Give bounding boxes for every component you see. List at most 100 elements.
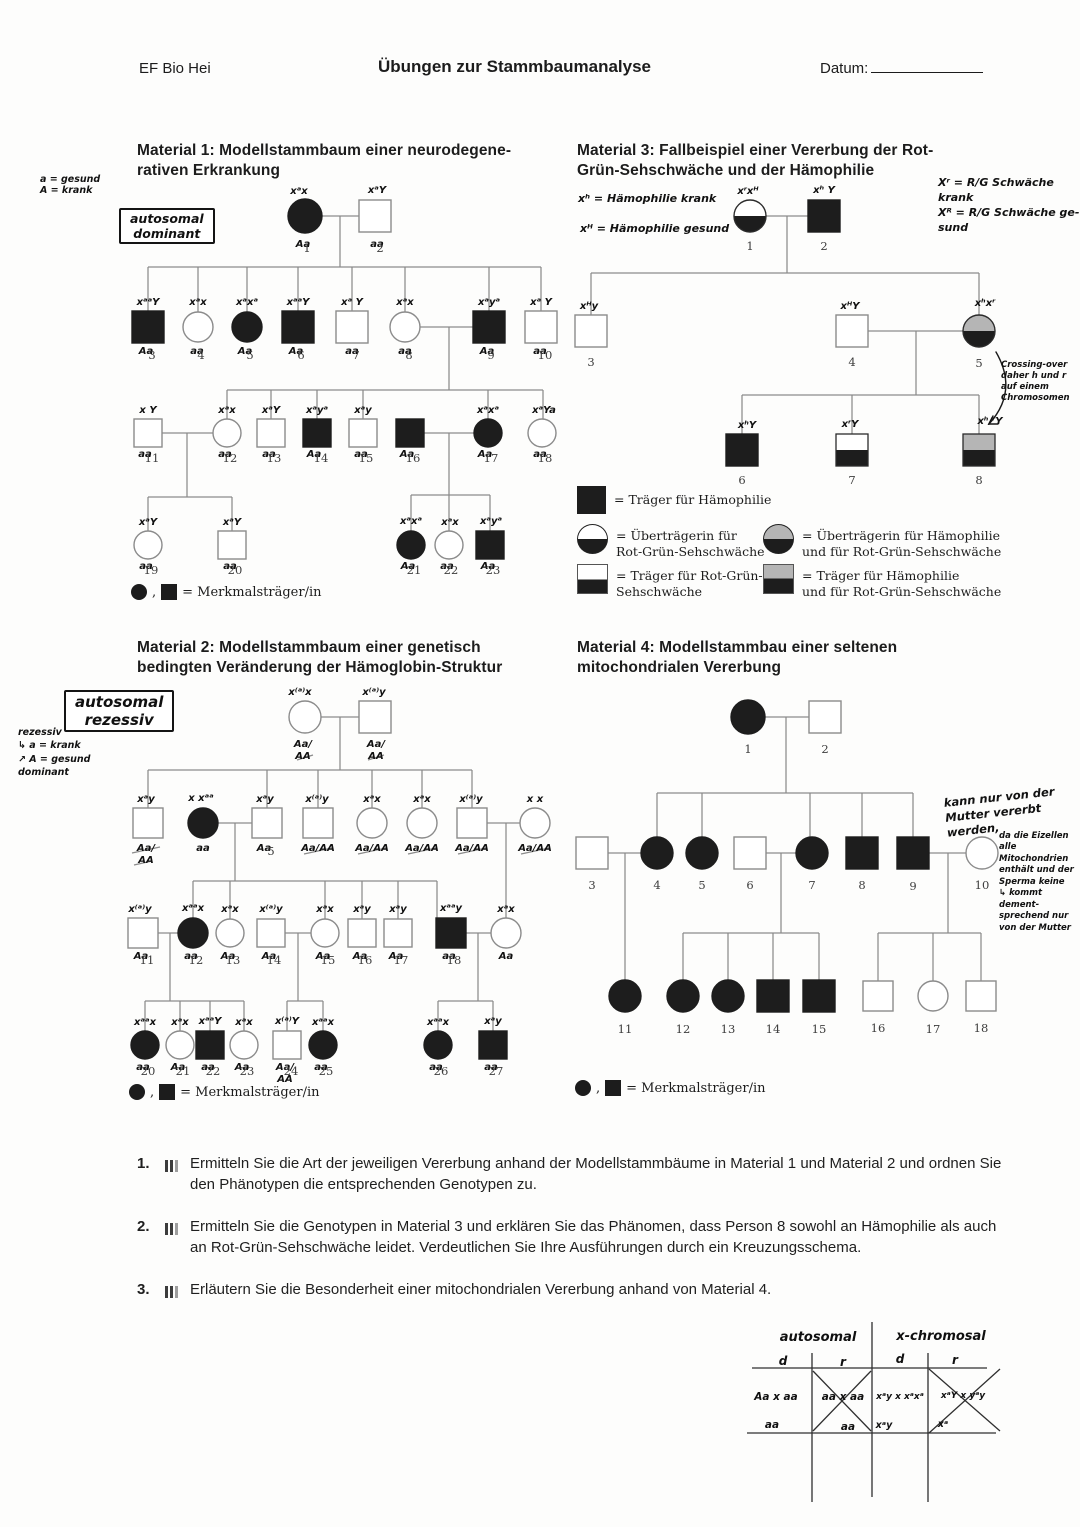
svg-text:17: 17 <box>926 1022 941 1036</box>
svg-text:Aa: Aa <box>234 1062 250 1073</box>
svg-text:xᵃᵃx: xᵃᵃx <box>133 1017 157 1028</box>
svg-text:d: d <box>779 1354 788 1368</box>
svg-text:Aa: Aa <box>400 561 416 572</box>
svg-text:aa: aa <box>223 561 237 572</box>
svg-text:1: 1 <box>744 742 751 756</box>
svg-text:aa: aa <box>533 449 547 460</box>
svg-text:2: 2 <box>820 239 827 253</box>
svg-text:aa: aa <box>429 1062 443 1073</box>
svg-text:Aa: Aa <box>288 346 304 357</box>
svg-text:x⁽ᵃ⁾x: x⁽ᵃ⁾x <box>287 687 312 698</box>
svg-text:xᵃy: xᵃy <box>352 904 371 915</box>
svg-text:aa: aa <box>765 1419 779 1431</box>
svg-text:x⁽ᵃ⁾y: x⁽ᵃ⁾y <box>304 794 329 805</box>
svg-text:xᵃx: xᵃx <box>188 297 207 308</box>
svg-text:xʳY: xʳY <box>841 419 861 430</box>
svg-text:4: 4 <box>197 348 204 362</box>
svg-text:Aa x aa: Aa x aa <box>753 1391 797 1403</box>
svg-text:11: 11 <box>140 953 155 967</box>
svg-text:aa: aa <box>196 843 210 854</box>
svg-text:xᵃᵃx: xᵃᵃx <box>311 1017 335 1028</box>
task-list: 1. Ermitteln Sie die Art der jeweiligen … <box>137 1153 1007 1325</box>
legend-text: = Überträgerin für Hämophilie und für Ro… <box>802 528 1002 559</box>
svg-text:aa: aa <box>314 1062 328 1073</box>
svg-text:23: 23 <box>240 1064 255 1078</box>
svg-text:aa: aa <box>533 346 547 357</box>
m3-rg-schwaeche-note: Xʳ = R/G Schwäche krank Xᴿ = R/G Schwäch… <box>938 176 1080 234</box>
filled-circle-icon <box>129 1084 145 1100</box>
page-title: Übungen zur Stammbaumanalyse <box>378 57 652 76</box>
filled-circle-icon <box>575 1080 591 1096</box>
svg-text:xᵃ: xᵃ <box>937 1419 948 1430</box>
svg-text:xᵃYa: xᵃYa <box>531 405 556 416</box>
svg-text:Aa: Aa <box>256 843 272 854</box>
svg-text:xʳxᴴ: xʳxᴴ <box>736 186 759 197</box>
svg-text:xʰY: xʰY <box>737 420 758 431</box>
svg-text:Aa/: Aa/ <box>136 843 156 854</box>
svg-text:20: 20 <box>228 563 243 577</box>
svg-text:Aa: Aa <box>480 561 496 572</box>
svg-text:1: 1 <box>746 239 753 253</box>
task-text: Erläutern Sie die Besonderheit einer mit… <box>190 1281 772 1298</box>
svg-text:xᵃx: xᵃx <box>234 1017 253 1028</box>
material-1-title: Material 1: Modellstammbaum einer neurod… <box>137 142 512 180</box>
svg-text:aa: aa <box>345 346 359 357</box>
m3-crossing-over-note: Crossing-over daher h und r auf einem Ch… <box>1001 360 1070 404</box>
svg-text:Aa: Aa <box>388 951 404 962</box>
svg-text:17: 17 <box>484 451 499 465</box>
date-blank-line <box>871 59 984 73</box>
legend-text: = Träger für Hämophilie und für Rot-Grün… <box>802 568 1002 599</box>
svg-text:xᵃy: xᵃy <box>136 794 155 805</box>
m3-haemophilia-krank-note: xʰ = Hämophilie krank <box>578 192 717 205</box>
svg-text:aa x aa: aa x aa <box>822 1391 864 1403</box>
svg-text:8: 8 <box>975 473 982 487</box>
svg-text:Aa: Aa <box>133 951 149 962</box>
svg-text:9: 9 <box>909 879 916 893</box>
svg-text:22: 22 <box>444 563 459 577</box>
svg-text:xᴴY: xᴴY <box>840 301 862 312</box>
svg-text:3: 3 <box>588 878 595 892</box>
svg-text:Aa: Aa <box>315 951 331 962</box>
svg-text:Aa/: Aa/ <box>366 739 386 750</box>
svg-text:Aa/AA: Aa/AA <box>300 843 335 854</box>
svg-text:aa: aa <box>484 1062 498 1073</box>
svg-text:7: 7 <box>352 348 359 362</box>
svg-text:AA: AA <box>367 751 383 762</box>
task-level-icon <box>165 1283 180 1304</box>
svg-text:xᵃᵃY: xᵃᵃY <box>136 297 162 308</box>
m1-allele-key-note: a = gesund A = krank <box>40 174 101 196</box>
legend-text: = Überträgerin für Rot-Grün-Sehschwäche <box>616 528 765 559</box>
svg-text:x⁽ᵃ⁾y: x⁽ᵃ⁾y <box>127 904 152 915</box>
svg-text:xᵃᵃx: xᵃᵃx <box>426 1017 450 1028</box>
svg-text:12: 12 <box>676 1022 691 1036</box>
svg-text:7: 7 <box>808 878 815 892</box>
date-field: Datum: <box>820 59 984 77</box>
svg-text:xᵃy: xᵃy <box>353 405 372 416</box>
svg-text:x⁽ᵃ⁾Y: x⁽ᵃ⁾Y <box>274 1016 301 1027</box>
svg-text:12: 12 <box>189 953 204 967</box>
svg-text:Aa/: Aa/ <box>293 739 313 750</box>
svg-text:19: 19 <box>144 563 159 577</box>
svg-text:x x: x x <box>526 794 544 805</box>
gray-black-circle-icon <box>763 524 794 554</box>
date-label: Datum: <box>820 60 869 77</box>
svg-text:Aa: Aa <box>306 449 322 460</box>
legend-separator: , <box>152 584 157 600</box>
svg-text:21: 21 <box>176 1064 191 1078</box>
svg-text:xᵃᵃx: xᵃᵃx <box>181 903 205 914</box>
svg-text:xᵃᵃy: xᵃᵃy <box>439 903 463 914</box>
filled-circle-icon <box>131 584 147 600</box>
svg-text:autosomal: autosomal <box>780 1330 857 1345</box>
m3-legend-item-uebertraegerin-beide: = Überträgerin für Hämophilie und für Ro… <box>763 524 1001 560</box>
gray-black-square-icon <box>763 564 794 594</box>
m2-inheritance-box: autosomal rezessiv <box>64 690 175 732</box>
svg-text:x xᵃᵃ: x xᵃᵃ <box>187 793 214 804</box>
svg-text:aa: aa <box>138 449 152 460</box>
svg-text:2: 2 <box>376 241 383 255</box>
svg-text:aa: aa <box>184 951 198 962</box>
svg-text:xᵃᵃY: xᵃᵃY <box>286 297 312 308</box>
svg-text:xᵃy x xᵃxᵃ: xᵃy x xᵃxᵃ <box>875 1392 924 1402</box>
